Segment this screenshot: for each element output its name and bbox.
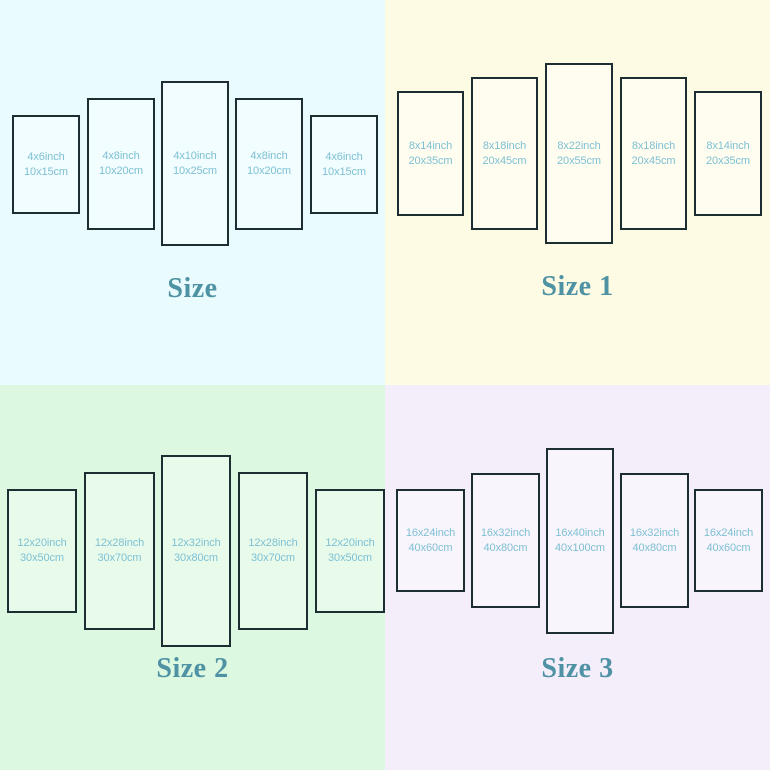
frame-label: 12x28inch 30x70cm [248, 536, 297, 565]
frame-label: 16x24inch 40x60cm [704, 526, 753, 555]
frame-label-inch: 4x8inch [102, 150, 140, 163]
frame-size-2-2[interactable]: 12x28inch 30x70cm [84, 472, 155, 630]
frame-label-inch: 16x24inch [405, 526, 456, 539]
quadrant-size-3: 16x24inch 40x60cm 16x32inch 40x80cm 16x4… [385, 385, 770, 770]
frame-size-1-5[interactable]: 8x14inch 20x35cm [694, 91, 762, 216]
frame-label-cm: 40x100cm [555, 542, 605, 554]
frame-label-inch: 16x32inch [629, 526, 680, 539]
frame-label-cm: 20x55cm [557, 154, 601, 167]
frame-label-inch: 8x18inch [482, 139, 527, 152]
frame-label: 8x14inch 20x35cm [409, 139, 453, 168]
frame-size-3-5[interactable]: 16x24inch 40x60cm [694, 489, 763, 592]
frame-label-inch: 8x14inch [408, 139, 453, 152]
frame-label-inch: 16x40inch [555, 527, 605, 540]
frame-size-3-3[interactable]: 16x40inch 40x100cm [546, 448, 614, 634]
frame-label: 8x22inch 20x55cm [557, 139, 601, 168]
frame-label: 16x24inch 40x60cm [406, 526, 455, 555]
frame-size-3-1[interactable]: 16x24inch 40x60cm [396, 489, 465, 592]
quadrant-title-size-3: Size 3 [541, 653, 614, 684]
frame-label: 12x20inch 30x50cm [17, 536, 66, 565]
frame-label: 4x6inch 10x15cm [24, 150, 68, 179]
frame-size-3-2[interactable]: 16x32inch 40x80cm [471, 473, 540, 608]
frame-label-cm: 10x20cm [99, 165, 143, 177]
frame-label-cm: 10x25cm [173, 164, 217, 177]
frame-label-inch: 12x32inch [171, 537, 221, 550]
frame-label-cm: 20x45cm [631, 154, 676, 167]
frame-label: 8x14inch 20x35cm [706, 139, 750, 168]
frame-size-1[interactable]: 4x6inch 10x15cm [12, 115, 80, 214]
frame-label-cm: 10x20cm [247, 165, 291, 177]
frame-label-cm: 20x45cm [482, 154, 527, 167]
frame-label-cm: 30x50cm [20, 552, 64, 564]
quadrant-title-size-2: Size 2 [156, 653, 229, 684]
frame-label-inch: 8x22inch [557, 139, 601, 152]
frame-label-cm: 20x35cm [408, 154, 453, 167]
panel-group-size-2: 12x20inch 30x50cm 12x28inch 30x70cm 12x3… [0, 385, 385, 770]
panel-group-size-3: 16x24inch 40x60cm 16x32inch 40x80cm 16x4… [385, 385, 770, 770]
frame-size-3-4[interactable]: 16x32inch 40x80cm [620, 473, 689, 608]
frame-size-1-1[interactable]: 8x14inch 20x35cm [397, 91, 464, 216]
frame-label-inch: 8x18inch [631, 139, 676, 152]
frame-label: 8x18inch 20x45cm [632, 139, 676, 168]
frame-label-inch: 16x32inch [480, 526, 531, 539]
frame-size-2-5[interactable]: 12x20inch 30x50cm [315, 489, 385, 613]
frame-label-inch: 12x28inch [248, 537, 298, 550]
frame-label: 8x18inch 20x45cm [483, 139, 527, 168]
frame-label-cm: 30x70cm [97, 552, 142, 564]
frame-size-2-3[interactable]: 12x32inch 30x80cm [161, 455, 231, 647]
frame-size-1-4[interactable]: 8x18inch 20x45cm [620, 77, 687, 230]
frame-label: 4x10inch 10x25cm [173, 149, 217, 178]
frame-size-4[interactable]: 4x8inch 10x20cm [235, 98, 303, 230]
frame-size-5[interactable]: 4x6inch 10x15cm [310, 115, 378, 214]
quadrant-title-size: Size [167, 273, 218, 304]
frame-label: 12x28inch 30x70cm [95, 536, 144, 565]
panel-group-size-1: 8x14inch 20x35cm 8x18inch 20x45cm 8x22in… [385, 0, 770, 385]
frame-label-cm: 40x60cm [706, 541, 751, 554]
frame-label-cm: 10x15cm [322, 165, 366, 178]
frame-size-1-2[interactable]: 8x18inch 20x45cm [471, 77, 538, 230]
frame-label: 16x40inch 40x100cm [555, 526, 605, 555]
frame-label-cm: 30x80cm [174, 552, 218, 564]
frame-label-cm: 40x80cm [483, 541, 528, 554]
frame-label: 16x32inch 40x80cm [630, 526, 679, 555]
frame-label-cm: 40x80cm [632, 541, 677, 554]
frame-label-inch: 4x6inch [325, 150, 363, 163]
frame-label-cm: 30x70cm [251, 552, 295, 564]
panel-group-size: 4x6inch 10x15cm 4x8inch 10x20cm 4x10inch… [0, 0, 385, 385]
quadrant-size-1: 8x14inch 20x35cm 8x18inch 20x45cm 8x22in… [385, 0, 770, 385]
frame-size-3[interactable]: 4x10inch 10x25cm [161, 81, 229, 246]
frame-label: 12x32inch 30x80cm [171, 536, 220, 565]
frame-label-inch: 12x20inch [325, 537, 375, 550]
frame-label-inch: 16x24inch [703, 526, 754, 539]
frame-label: 4x8inch 10x20cm [99, 149, 143, 178]
frame-size-2[interactable]: 4x8inch 10x20cm [87, 98, 155, 230]
frame-label: 4x6inch 10x15cm [322, 150, 366, 179]
quadrant-title-size-1: Size 1 [541, 271, 614, 302]
frame-label-inch: 8x14inch [706, 139, 750, 152]
frame-label-cm: 10x15cm [24, 165, 68, 178]
frame-label-inch: 4x10inch [173, 149, 217, 162]
frame-label-inch: 4x8inch [250, 150, 288, 163]
frame-label-inch: 12x20inch [17, 537, 67, 550]
frame-size-2-4[interactable]: 12x28inch 30x70cm [238, 472, 308, 630]
frame-label: 12x20inch 30x50cm [325, 536, 374, 565]
frame-label: 4x8inch 10x20cm [247, 149, 291, 178]
frame-size-2-1[interactable]: 12x20inch 30x50cm [7, 489, 77, 613]
frame-label-cm: 40x60cm [408, 541, 453, 554]
frame-size-1-3[interactable]: 8x22inch 20x55cm [545, 63, 613, 244]
frame-label-cm: 30x50cm [328, 552, 372, 564]
frame-label: 16x32inch 40x80cm [481, 526, 530, 555]
quadrant-size: 4x6inch 10x15cm 4x8inch 10x20cm 4x10inch… [0, 0, 385, 385]
frame-label-inch: 12x28inch [94, 537, 145, 550]
quadrant-size-2: 12x20inch 30x50cm 12x28inch 30x70cm 12x3… [0, 385, 385, 770]
frame-label-cm: 20x35cm [706, 154, 750, 167]
frame-label-inch: 4x6inch [27, 150, 65, 163]
